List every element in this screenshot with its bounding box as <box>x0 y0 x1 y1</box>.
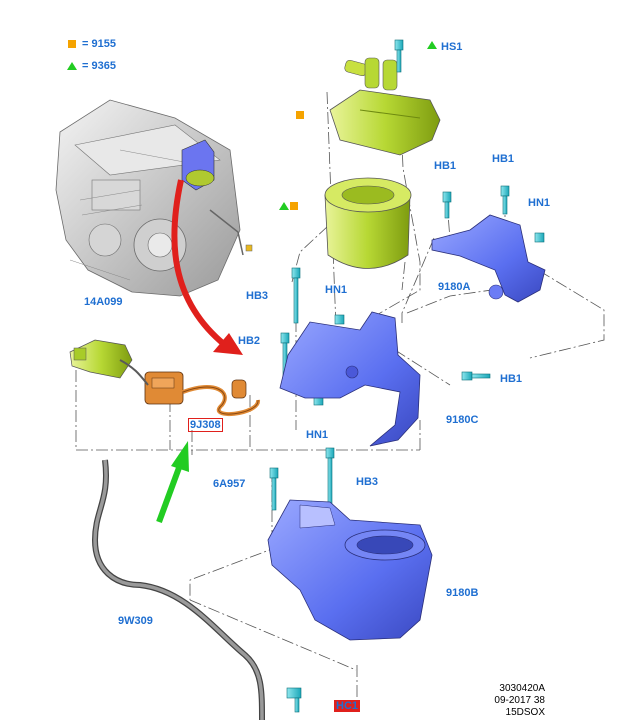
callout-9180c: 9180C <box>446 414 479 426</box>
legend-triangle-icon <box>67 62 77 70</box>
square-marker-icon <box>296 111 304 119</box>
legend-9155: = 9155 <box>82 38 116 50</box>
triangle-marker-icon <box>427 41 437 49</box>
callout-9w309: 9W309 <box>118 615 153 627</box>
callout-9j308: 9J308 <box>188 418 223 432</box>
fuel-filter-head <box>329 57 441 156</box>
callout-hb1-top-right: HB1 <box>492 153 515 165</box>
legend-square-icon <box>68 40 76 48</box>
housing-9180b <box>267 499 433 641</box>
bracket-9180c <box>279 311 421 447</box>
square-marker-icon <box>290 202 298 210</box>
legend-9365: = 9365 <box>82 60 116 72</box>
callout-hb3-left: HB3 <box>246 290 269 302</box>
callout-hc: HC1 <box>334 700 361 712</box>
leader-lines <box>75 91 605 700</box>
triangle-marker-icon <box>279 202 289 210</box>
reference-code: 15DSOX <box>505 707 545 718</box>
callout-hb3-bottom: HB3 <box>356 476 379 488</box>
fuel-hose-9w309 <box>91 459 265 721</box>
callout-hn1-top: HN1 <box>528 197 551 209</box>
red-pointer-arrow <box>171 179 243 355</box>
sensor-harness-9j308 <box>119 359 260 417</box>
water-sensor-14a099 <box>69 339 133 379</box>
callout-14a099: 14A099 <box>84 296 123 308</box>
callout-6a957: 6A957 <box>213 478 246 490</box>
callout-hs1: HS1 <box>441 41 463 53</box>
callout-9180b: 9180B <box>446 587 479 599</box>
reference-date: 09-2017 38 <box>494 695 545 706</box>
callout-9180a: 9180A <box>438 281 471 293</box>
callout-hb1-top-left: HB1 <box>434 160 457 172</box>
callout-hn1-bottom: HN1 <box>306 429 329 441</box>
callout-hb2: HB2 <box>238 335 261 347</box>
green-pointer-arrow <box>156 441 189 524</box>
engine-illustration <box>55 99 253 297</box>
bracket-9180a <box>431 214 546 303</box>
callout-hb1-right: HB1 <box>500 373 523 385</box>
fuel-filter-element <box>324 177 412 269</box>
callout-hn1-mid: HN1 <box>325 284 348 296</box>
reference-number: 3030420A <box>499 683 545 694</box>
